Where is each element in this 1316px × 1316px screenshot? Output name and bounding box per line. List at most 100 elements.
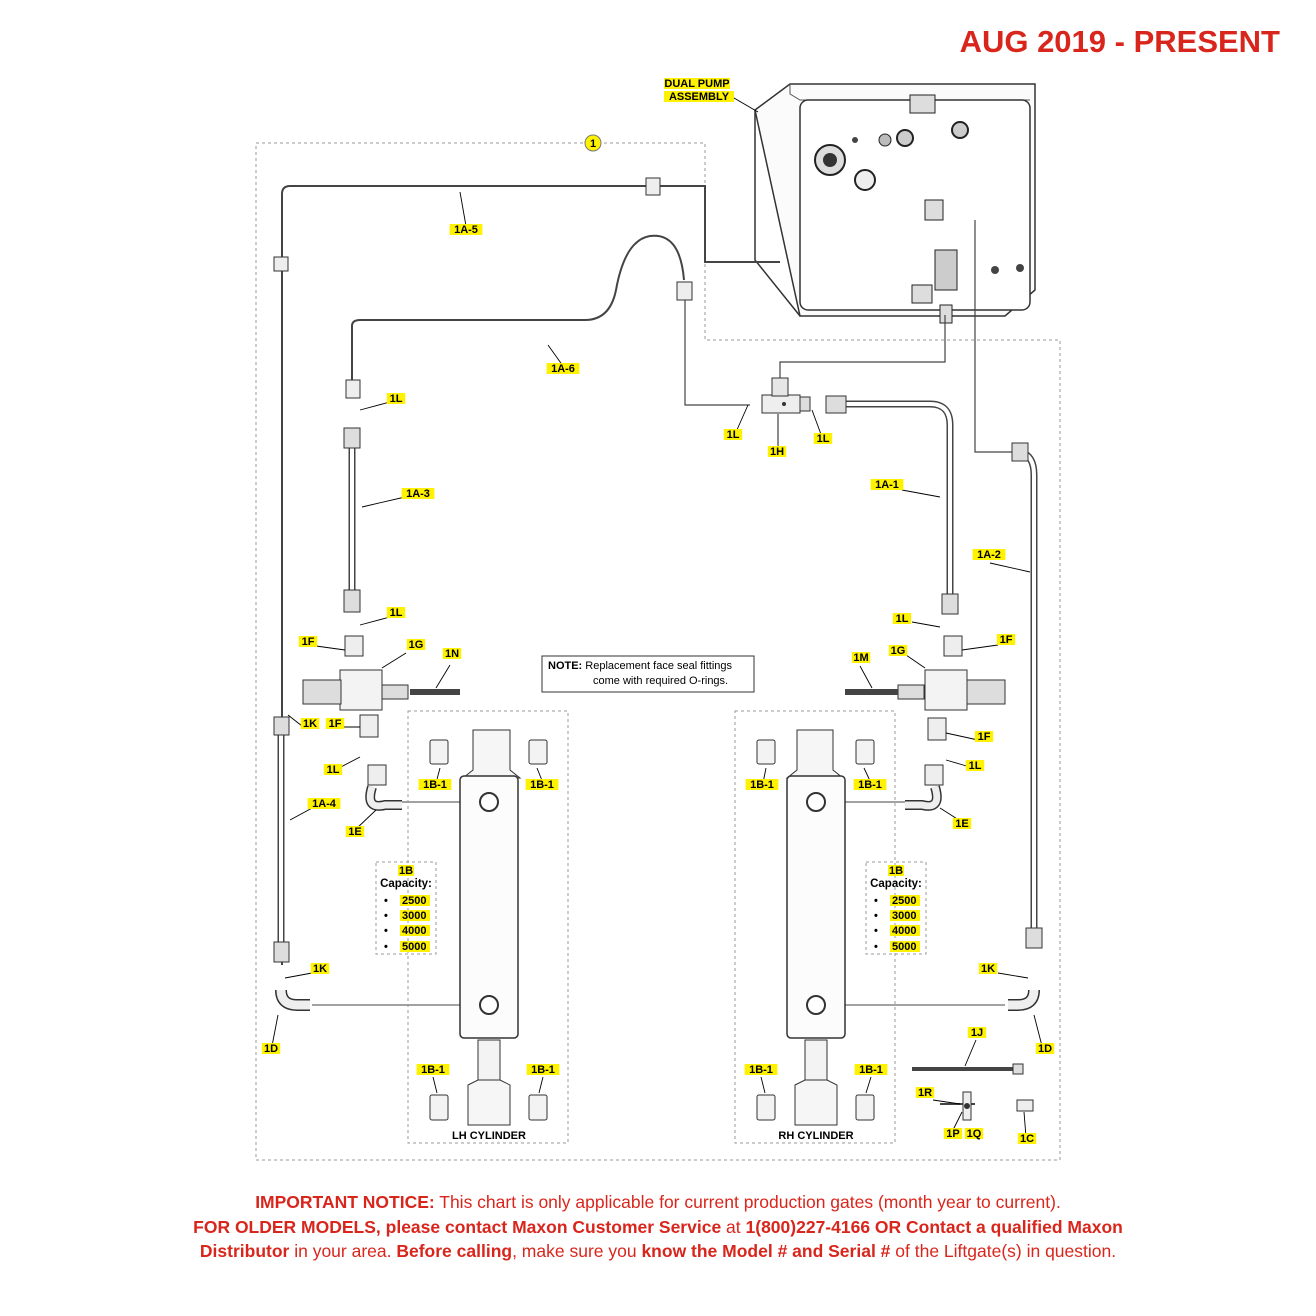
callout-highlight	[310, 963, 330, 974]
svg-text:•: •	[874, 941, 878, 953]
callout-highlight	[854, 1064, 888, 1075]
callout-highlight	[300, 718, 320, 729]
notice-line-3: Distributor in your area. Before calling…	[199, 1241, 1117, 1261]
notice-line-1: IMPORTANT NOTICE: This chart is only app…	[255, 1192, 1061, 1212]
callout-1l-13: 1L	[896, 613, 909, 625]
svg-text:•: •	[874, 895, 878, 907]
callout-highlight	[972, 549, 1006, 560]
callout-highlight	[915, 1087, 935, 1098]
callout-highlight	[546, 363, 580, 374]
callout-highlight	[525, 779, 559, 790]
tee-1h	[761, 377, 811, 414]
capacity-panel-lh: 1B Capacity: • • • • 2500 3000 4000 5000	[375, 861, 437, 955]
callout-highlight	[386, 393, 406, 404]
callout-1b1-35: 1B-1	[749, 1064, 773, 1076]
callout-1k-31: 1K	[981, 963, 995, 975]
callout-1c-41: 1C	[1020, 1133, 1034, 1145]
cable-tie-1j	[912, 1063, 1024, 1075]
callout-1a5-0: 1A-5	[454, 224, 478, 236]
callout-highlight	[526, 1064, 560, 1075]
svg-text:•: •	[384, 941, 388, 953]
callout-1l-19: 1L	[327, 764, 340, 776]
svg-text:ASSEMBLY: ASSEMBLY	[669, 91, 730, 103]
date-range-heading: AUG 2019 - PRESENT	[959, 24, 1280, 59]
elbow-1d-left	[275, 989, 310, 1011]
callout-highlight	[978, 963, 998, 974]
callout-highlight	[442, 648, 462, 659]
callout-highlight	[345, 826, 365, 837]
callout-highlight	[870, 479, 904, 490]
svg-text:5000: 5000	[402, 941, 426, 953]
note-text-1: NOTE: Replacement face seal fittings	[548, 660, 733, 672]
rh-cylinder-label: RH CYLINDER	[778, 1130, 853, 1142]
hose-end-1a3-bottom	[343, 589, 361, 613]
tube-nut-1a6-left	[345, 379, 361, 399]
svg-text:•: •	[384, 910, 388, 922]
callout-highlight	[952, 818, 972, 829]
tube-nut-1a5-right	[645, 177, 661, 196]
callout-highlight	[325, 718, 345, 729]
callout-1l-9: 1L	[390, 607, 403, 619]
hose-end-1a2-top	[1011, 442, 1029, 462]
pump-pressure-line	[779, 315, 946, 378]
svg-text:2500: 2500	[402, 895, 426, 907]
callout-1b1-34: 1B-1	[531, 1064, 555, 1076]
callout-1g-11: 1G	[409, 639, 424, 651]
hose-end-1a4-top	[273, 716, 290, 736]
callout-highlight	[406, 639, 426, 650]
callout-highlight	[892, 613, 912, 624]
callout-1l-5: 1L	[817, 433, 830, 445]
callout-1f-14: 1F	[1000, 634, 1013, 646]
pump-line-to-1h	[684, 300, 750, 406]
callout-highlight	[745, 779, 779, 790]
callout-1d-32: 1D	[1038, 1043, 1052, 1055]
elbow-1d-right	[1008, 989, 1040, 1011]
hose-end-1a1-top	[825, 395, 847, 414]
svg-text:2500: 2500	[892, 895, 916, 907]
callout-highlight	[964, 1128, 984, 1139]
callout-highlight	[996, 634, 1016, 645]
note-box	[541, 655, 755, 693]
callout-highlight	[767, 446, 787, 457]
callout-1a6-1: 1A-6	[551, 363, 575, 375]
callout-highlight	[1017, 1133, 1037, 1144]
hose-end-1a4-bottom	[273, 941, 290, 963]
callout-1a4-21: 1A-4	[312, 798, 337, 810]
hose-end-1a1-bottom	[941, 593, 959, 615]
rh-valve-block	[845, 635, 1006, 811]
svg-text:DUAL PUMP: DUAL PUMP	[664, 78, 729, 90]
callout-highlight	[943, 1128, 963, 1139]
valve-handle-1r	[940, 1091, 975, 1121]
callout-1m-16: 1M	[853, 652, 868, 664]
callout-1f-10: 1F	[302, 636, 315, 648]
callout-1a2-8: 1A-2	[977, 549, 1001, 561]
hose-end-1a3-top	[343, 427, 361, 449]
callout-1j-37: 1J	[971, 1027, 983, 1039]
callout-highlight	[307, 798, 341, 809]
lh-cylinder-drawing	[407, 710, 569, 1144]
pump-line-to-1a2	[974, 220, 1015, 453]
callout-highlight	[723, 429, 743, 440]
callout-1d-30: 1D	[264, 1043, 278, 1055]
pump-assembly-label: DUAL PUMP ASSEMBLY	[664, 78, 759, 113]
lh-valve-block	[302, 635, 460, 811]
svg-text:3000: 3000	[402, 910, 426, 922]
svg-text:4000: 4000	[892, 925, 916, 937]
hydraulic-parts-diagram: NOTE: Replacement face seal fittings com…	[255, 78, 1061, 1161]
capacity-panel-rh: 1B Capacity: • • • • 2500 3000 4000 5000	[865, 861, 927, 955]
callout-highlight	[813, 433, 833, 444]
callout-highlight	[449, 224, 483, 235]
note-text-2: come with required O-rings.	[593, 675, 728, 687]
tube-1a6	[351, 234, 685, 380]
callout-1f-18: 1F	[329, 718, 342, 730]
callout-highlight	[967, 1027, 987, 1038]
svg-text:Capacity:: Capacity:	[870, 878, 922, 890]
dual-pump-assembly	[754, 83, 1036, 324]
callout-highlight	[298, 636, 318, 647]
callout-1p-39: 1P	[946, 1128, 959, 1140]
svg-text:3000: 3000	[892, 910, 916, 922]
important-notice: IMPORTANT NOTICE: This chart is only app…	[0, 1190, 1316, 1264]
svg-text:5000: 5000	[892, 941, 916, 953]
kit-boundary	[255, 142, 1061, 1161]
